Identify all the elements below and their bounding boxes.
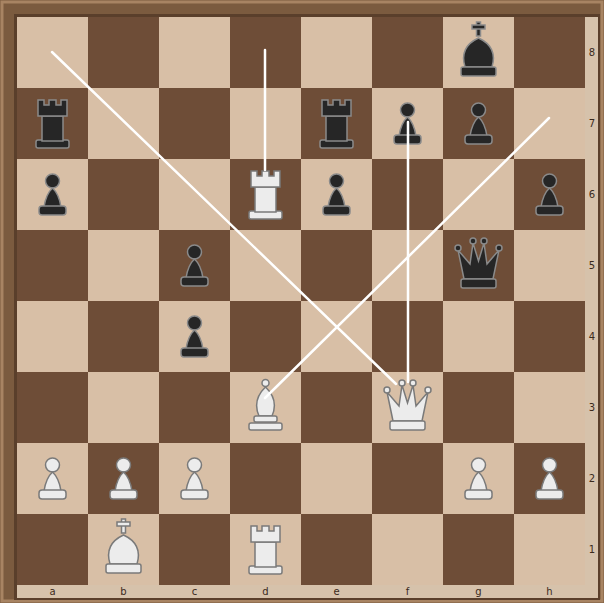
file-letter: f [406,587,410,597]
file-strip [17,585,598,598]
black-pawn [465,103,492,144]
white-king [106,519,141,573]
white-queen [384,380,431,430]
move-line [52,52,396,384]
file-letter: a [49,587,55,597]
black-rook [320,100,353,148]
file-letter: e [333,587,339,597]
file-letter: b [120,587,126,597]
black-pawn [181,245,208,286]
rank-number: 1 [589,545,595,555]
file-letter: g [475,587,481,597]
black-pawn [536,174,563,215]
rank-number: 3 [589,403,595,413]
white-pawn [465,458,492,499]
white-pawn [181,458,208,499]
black-queen [455,238,502,288]
white-rook [249,526,282,574]
white-pawn [39,458,66,499]
black-pawn [323,174,350,215]
file-letter: c [192,587,198,597]
black-pawn [181,316,208,357]
rank-number: 8 [589,48,595,58]
file-letter: d [262,587,268,597]
black-rook [36,100,69,148]
white-pawn [110,458,137,499]
board-squares [17,17,585,585]
black-pawn [39,174,66,215]
rank-number: 7 [589,119,595,129]
rank-strip [585,17,598,585]
move-line [265,118,549,398]
move-line [264,50,267,170]
rank-number: 5 [589,261,595,271]
file-letter: h [546,587,552,597]
white-pawn [536,458,563,499]
move-line [407,122,410,382]
white-rook [249,171,282,219]
rank-number: 4 [589,332,595,342]
rank-number: 2 [589,474,595,484]
rank-number: 6 [589,190,595,200]
frame-inner [14,14,600,600]
black-king [461,22,496,76]
